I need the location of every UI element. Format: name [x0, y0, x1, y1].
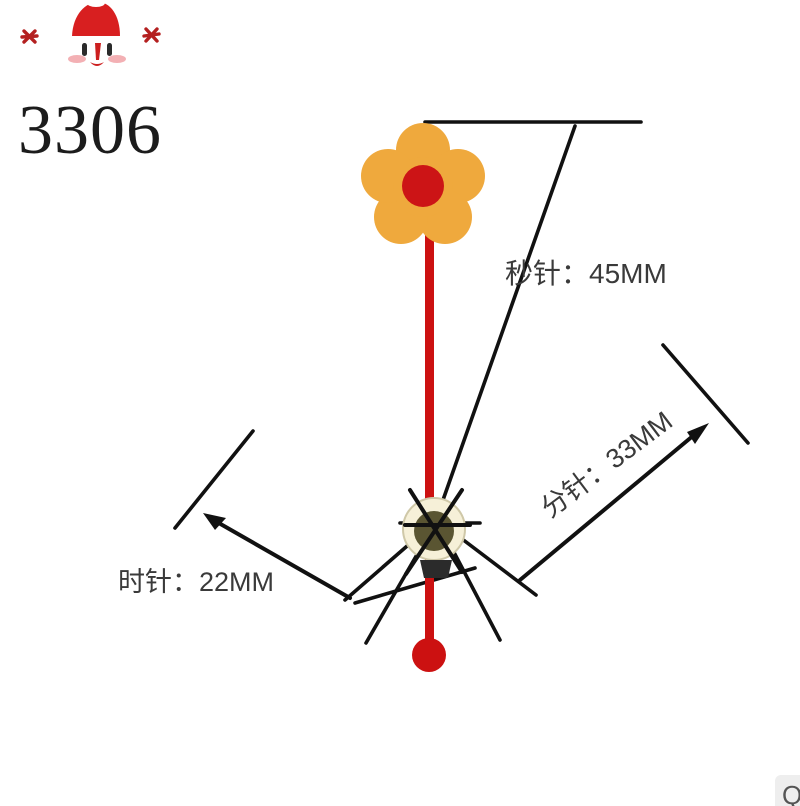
minute-hand-extension-line-outer	[661, 343, 750, 445]
flower-center	[402, 165, 444, 207]
second-hand	[412, 210, 446, 672]
spark-right-icon	[142, 27, 161, 43]
product-code: 3306	[18, 92, 162, 169]
second-hand-counterweight	[412, 638, 446, 672]
search-icon: Q	[782, 780, 800, 806]
hour-hand-dimension-arrow-line	[203, 513, 352, 600]
dimension-hour-hand	[173, 429, 477, 605]
hub-cross-strokes	[403, 488, 472, 576]
flower-ornament	[361, 123, 485, 244]
corner-search-widget[interactable]: Q	[775, 775, 800, 806]
hour-hand-dimension-label: 时针：22MM	[118, 567, 275, 597]
hour-hand-extension-line-inner	[353, 566, 477, 605]
second-hand-dimension-label: 秒针：45MM	[505, 258, 667, 289]
hour-hand-dimension-line	[196, 506, 421, 517]
hour-hand-extension-line-outer	[173, 429, 255, 530]
spark-left-icon	[20, 29, 39, 44]
minute-hand-dimension-arrow-line	[518, 423, 709, 582]
dimension-minute-hand	[661, 343, 750, 445]
santa-face-doodle	[20, 0, 161, 66]
second-hand-dimension-line	[441, 124, 577, 502]
dimension-second-hand	[423, 120, 643, 502]
